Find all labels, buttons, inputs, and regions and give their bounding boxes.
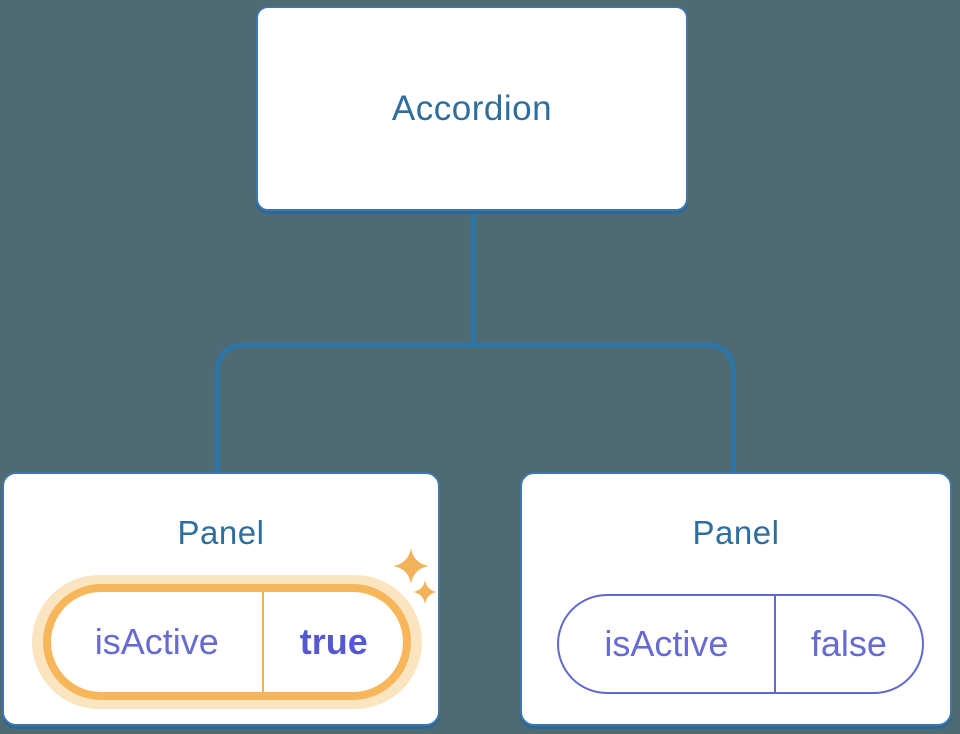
state-prop-value: true (299, 621, 368, 662)
state-prop-name: isActive (94, 621, 219, 662)
accordion-node-label: Accordion (391, 88, 553, 128)
panel-node-active: Panel isActive true (2, 472, 440, 726)
state-prop-value: false (810, 623, 887, 664)
panel-node-label: Panel (177, 514, 265, 551)
state-prop-name: isActive (604, 623, 729, 664)
panel-node-label: Panel (692, 514, 780, 551)
pill-divider (262, 592, 265, 692)
state-pill-active: isActive true (32, 575, 422, 709)
accordion-node: Accordion (256, 6, 688, 211)
state-pill-inactive: isActive false (557, 594, 924, 694)
sparkle-icon (393, 548, 437, 604)
pill-divider (773, 596, 776, 692)
state-pill-active-ring: isActive true (43, 584, 411, 700)
panel-node-inactive: Panel isActive false (520, 472, 952, 726)
